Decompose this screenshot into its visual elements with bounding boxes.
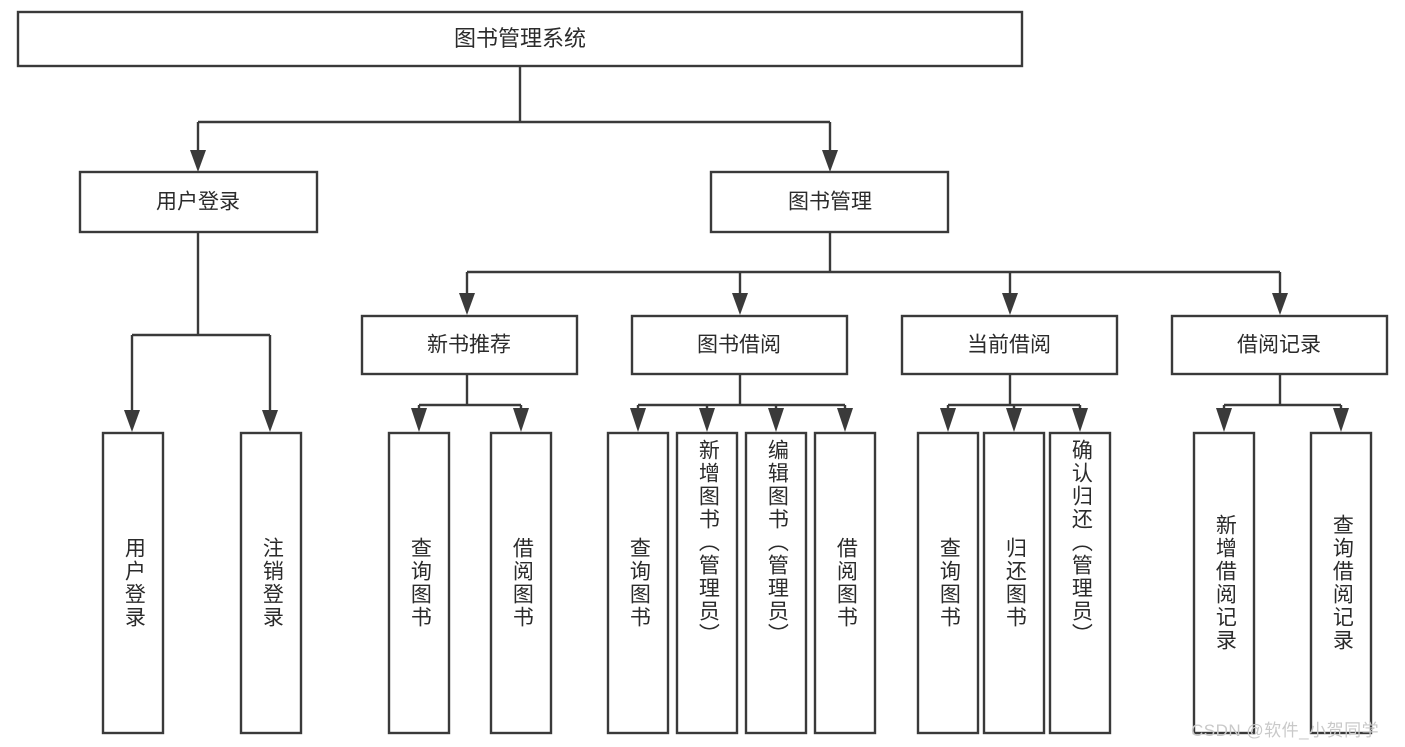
node-book-management-box[interactable] (709, 170, 950, 234)
node-book-management-label: 图书管理 (788, 191, 872, 214)
leaf-box-add-book[interactable] (675, 431, 739, 735)
arrow-to-leaf-logout-login (262, 410, 278, 432)
arrow-to-leaf-borrow-book-1 (513, 408, 529, 432)
arrow-to-leaf-confirm-return (1072, 408, 1088, 432)
arrow-to-leaf-query-book-2 (630, 408, 646, 432)
node-root-box[interactable] (16, 10, 1024, 68)
arrow-root-to-book-management (822, 150, 838, 172)
node-user-login-label: 用户登录 (156, 191, 240, 214)
arrow-to-leaf-query-record (1333, 408, 1349, 432)
leaf-box-query-book-3[interactable] (916, 431, 980, 735)
leaf-box-borrow-book-2[interactable] (813, 431, 877, 735)
node-new-book-recommend[interactable]: 新书推荐 (360, 314, 579, 376)
leaf-box-return-book[interactable] (982, 431, 1046, 735)
node-book-borrow-label: 图书借阅 (697, 334, 781, 357)
node-book-borrow[interactable]: 图书借阅 (630, 314, 849, 376)
arrow-to-leaf-add-book (699, 408, 715, 432)
arrow-to-leaf-borrow-book-2 (837, 408, 853, 432)
node-root-label: 图书管理系统 (454, 26, 586, 51)
node-borrow-record-box[interactable] (1170, 314, 1389, 376)
arrow-to-leaf-query-book-1 (411, 408, 427, 432)
leaf-box-confirm-return[interactable] (1048, 431, 1112, 735)
node-root[interactable]: 图书管理系统 (16, 10, 1024, 68)
leaf-box-logout-login[interactable] (239, 431, 303, 735)
leaf-box-query-book-1[interactable] (387, 431, 451, 735)
arrow-to-leaf-edit-book (768, 408, 784, 432)
node-new-book-recommend-label: 新书推荐 (427, 334, 511, 357)
arrow-to-current-borrow (1002, 293, 1018, 315)
leaf-box-query-record[interactable] (1309, 431, 1373, 735)
arrow-to-new-book-recommend (459, 293, 475, 315)
leaf-box-user-login[interactable] (101, 431, 165, 735)
node-book-management[interactable]: 图书管理 (709, 170, 950, 234)
node-book-borrow-box[interactable] (630, 314, 849, 376)
leaf-box-edit-book[interactable] (744, 431, 808, 735)
node-user-login[interactable]: 用户登录 (78, 170, 319, 234)
node-borrow-record-label: 借阅记录 (1237, 334, 1321, 357)
node-current-borrow-label: 当前借阅 (967, 334, 1051, 357)
arrow-to-leaf-return-book (1006, 408, 1022, 432)
arrow-to-book-borrow (732, 293, 748, 315)
arrow-to-leaf-user-login (124, 410, 140, 432)
node-borrow-record[interactable]: 借阅记录 (1170, 314, 1389, 376)
node-current-borrow-box[interactable] (900, 314, 1119, 376)
leaf-boxes-group (101, 431, 1373, 735)
leaf-box-add-record[interactable] (1192, 431, 1256, 735)
leaf-box-query-book-2[interactable] (606, 431, 670, 735)
node-current-borrow[interactable]: 当前借阅 (900, 314, 1119, 376)
leaf-box-borrow-book-1[interactable] (489, 431, 553, 735)
connector-group (124, 66, 1349, 432)
arrow-to-borrow-record (1272, 293, 1288, 315)
arrow-to-leaf-add-record (1216, 408, 1232, 432)
node-new-book-recommend-box[interactable] (360, 314, 579, 376)
arrow-root-to-user-login (190, 150, 206, 172)
node-user-login-box[interactable] (78, 170, 319, 234)
csdn-watermark: CSDN @软件_小贺同学 (1191, 721, 1380, 740)
arrow-to-leaf-query-book-3 (940, 408, 956, 432)
